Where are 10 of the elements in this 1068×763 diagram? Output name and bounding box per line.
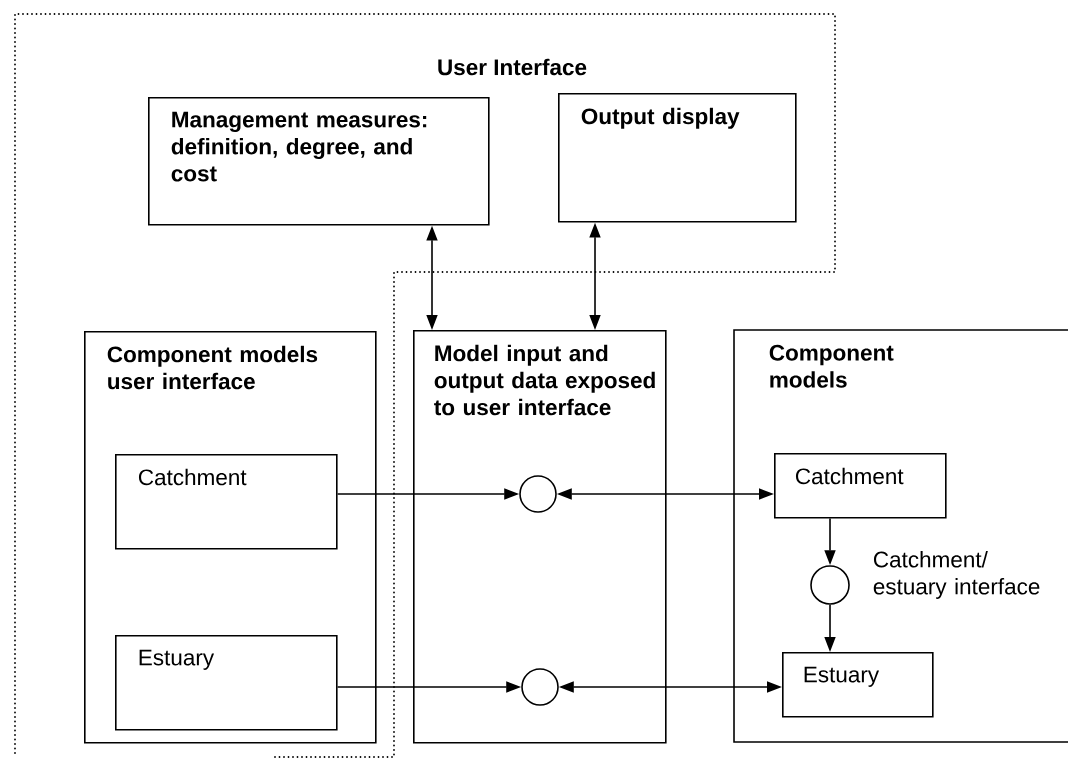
process-box: Estuary [115, 635, 338, 731]
node-caption: Catchment/ estuary interface [873, 551, 1040, 599]
process-box: Output display [558, 93, 797, 223]
process-box: Catchment [774, 453, 947, 519]
process-box: Management measures: definition, degree, and cost [148, 97, 490, 226]
process-box: Catchment [115, 454, 338, 550]
process-box: Estuary [782, 652, 934, 718]
connector-circle [519, 475, 557, 513]
connector-circle [521, 668, 559, 706]
connector-circle [810, 565, 850, 605]
